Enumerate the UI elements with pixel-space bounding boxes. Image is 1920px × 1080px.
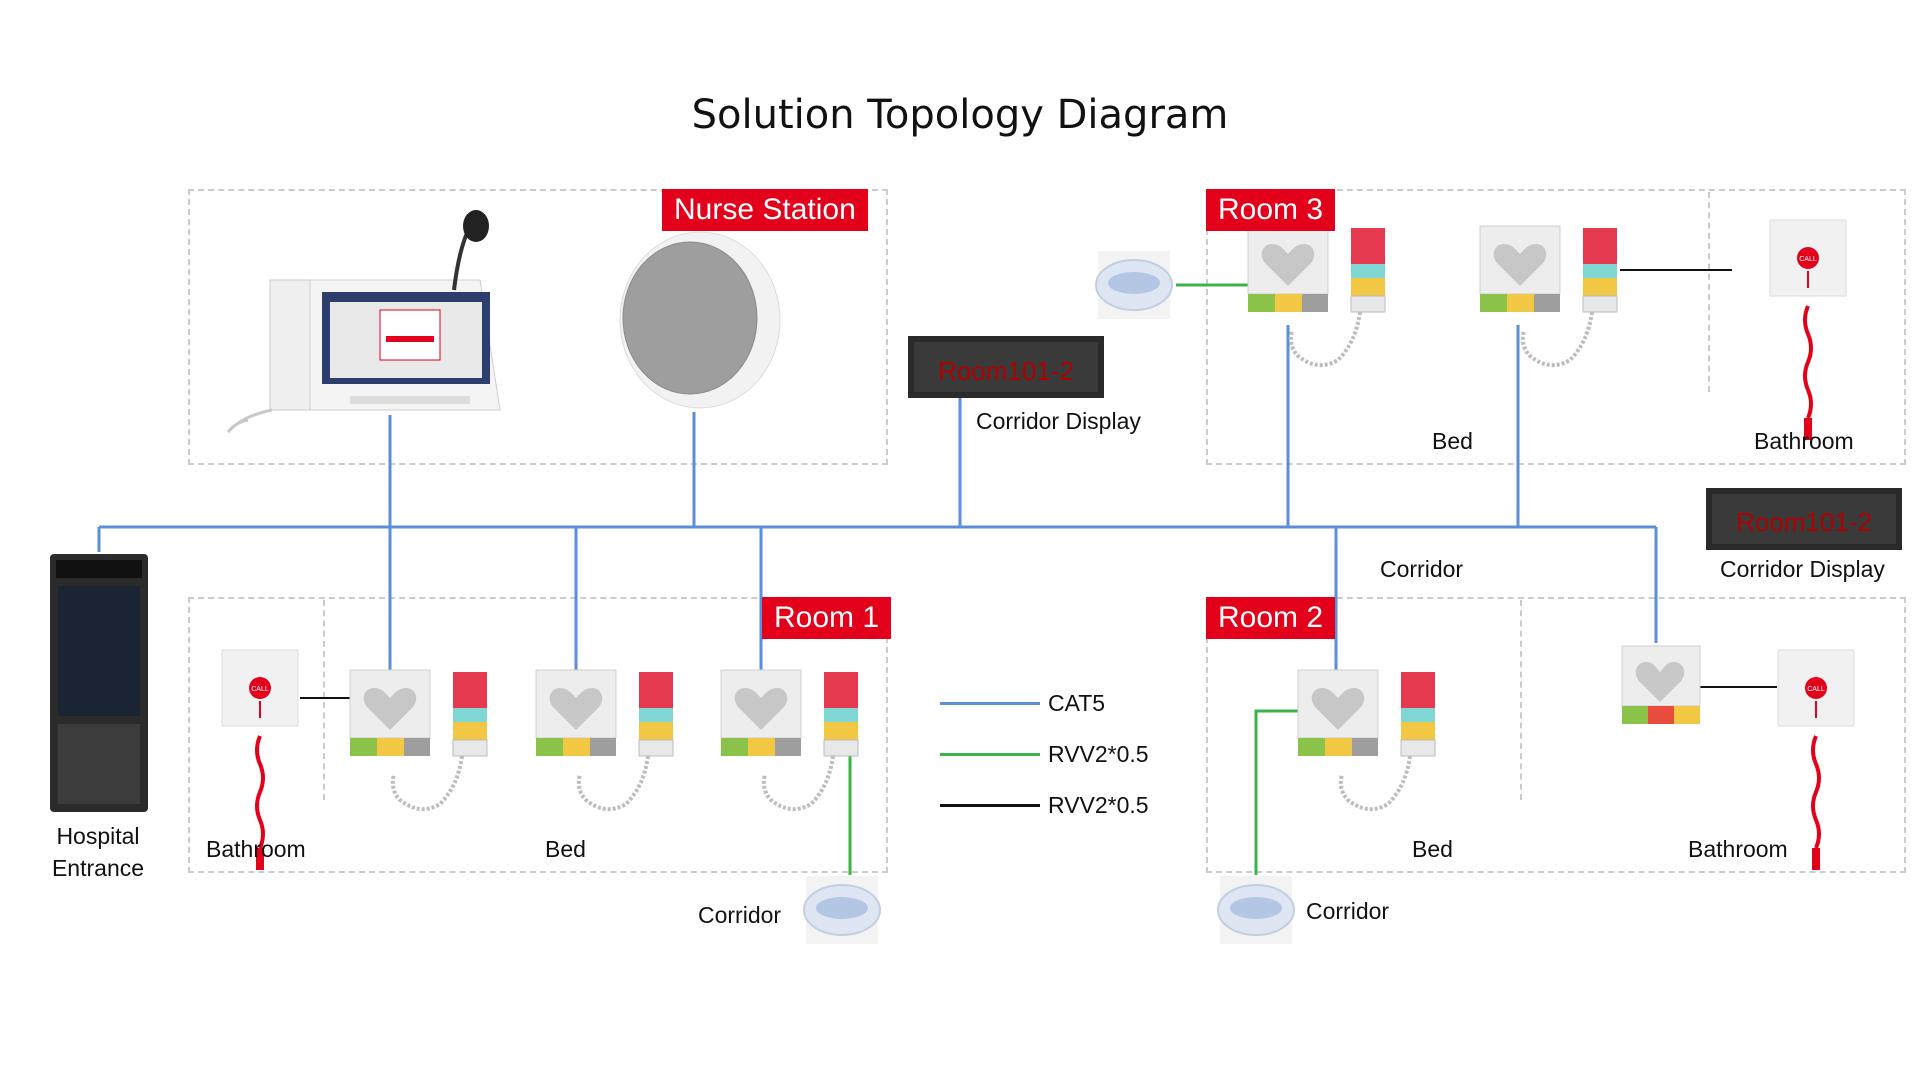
hospital-entrance-line1: Hospital bbox=[56, 823, 140, 849]
legend-rvv-green-swatch bbox=[940, 753, 1040, 756]
nurse-station-tag: Nurse Station bbox=[662, 189, 868, 231]
rvv-green-wires bbox=[848, 283, 1300, 875]
corridor-display-top-label: Corridor Display bbox=[976, 408, 1141, 434]
call-button-text-3: CALL bbox=[1807, 686, 1825, 693]
room1-bed-label: Bed bbox=[545, 836, 586, 862]
room3-zone bbox=[1206, 189, 1906, 465]
room3-corridor-light bbox=[1095, 250, 1173, 320]
room3-bathroom-divider bbox=[1708, 192, 1710, 392]
rvv-black-wires bbox=[300, 269, 1777, 699]
room1-bed-unit-1 bbox=[348, 668, 489, 812]
room1-corridor-light bbox=[803, 875, 881, 945]
cat5-backbone bbox=[97, 325, 1658, 674]
room3-bed-label: Bed bbox=[1432, 428, 1473, 454]
nurse-station-zone bbox=[188, 189, 888, 465]
call-button-text-2: CALL bbox=[251, 686, 269, 693]
room2-bathroom-divider bbox=[1520, 600, 1522, 800]
page-title: Solution Topology Diagram bbox=[691, 92, 1229, 138]
legend-cat5: CAT5 bbox=[940, 690, 1105, 717]
room1-bed-unit-3 bbox=[719, 668, 860, 812]
room2-bed-unit bbox=[1296, 668, 1437, 812]
room2-tag: Room 2 bbox=[1206, 597, 1336, 639]
legend-cat5-label: CAT5 bbox=[1048, 690, 1106, 716]
room2-corridor-label: Corridor bbox=[1306, 898, 1390, 924]
legend-rvv-green: RVV2*0.5 bbox=[940, 741, 1149, 768]
room1-bathroom-label: Bathroom bbox=[206, 836, 306, 862]
legend-rvv-black: RVV2*0.5 bbox=[940, 792, 1149, 819]
room3-call-button bbox=[1768, 218, 1848, 442]
corridor-top-label: Corridor bbox=[1380, 556, 1464, 582]
room1-bed-unit-2 bbox=[534, 668, 675, 812]
ceiling-speaker bbox=[619, 231, 781, 409]
legend-rvv-green-label: RVV2*0.5 bbox=[1048, 741, 1149, 767]
legend-rvv-black-label: RVV2*0.5 bbox=[1048, 792, 1149, 818]
corridor-display-right-text: Room101-2 bbox=[1736, 507, 1872, 537]
legend-cat5-swatch bbox=[940, 702, 1040, 705]
room3-bed-unit-2 bbox=[1478, 224, 1619, 368]
nurse-console bbox=[226, 210, 501, 434]
room2-zone bbox=[1206, 597, 1906, 873]
corridor-display-right-label: Corridor Display bbox=[1720, 556, 1885, 582]
room2-bed-label: Bed bbox=[1412, 836, 1453, 862]
room3-tag: Room 3 bbox=[1206, 189, 1336, 231]
room2-bathroom-label: Bathroom bbox=[1688, 836, 1788, 862]
room3-bed-unit-1 bbox=[1246, 224, 1387, 368]
room1-zone bbox=[188, 597, 888, 873]
room3-bathroom-label: Bathroom bbox=[1754, 428, 1854, 454]
hospital-entrance-station bbox=[50, 554, 148, 812]
hospital-entrance-line2: Entrance bbox=[51, 855, 145, 881]
room2-bathroom-panel bbox=[1621, 645, 1701, 724]
room1-tag: Room 1 bbox=[762, 597, 892, 639]
corridor-display-top-text: Room101-2 bbox=[938, 356, 1074, 386]
call-button-text-1: CALL bbox=[1799, 256, 1817, 263]
room2-call-button bbox=[1776, 648, 1856, 872]
hospital-entrance-label: Hospital Entrance bbox=[30, 820, 166, 884]
legend-rvv-black-swatch bbox=[940, 804, 1040, 807]
room2-corridor-light bbox=[1217, 875, 1295, 945]
room1-bathroom-divider bbox=[323, 600, 325, 800]
room1-corridor-label: Corridor bbox=[698, 902, 782, 928]
